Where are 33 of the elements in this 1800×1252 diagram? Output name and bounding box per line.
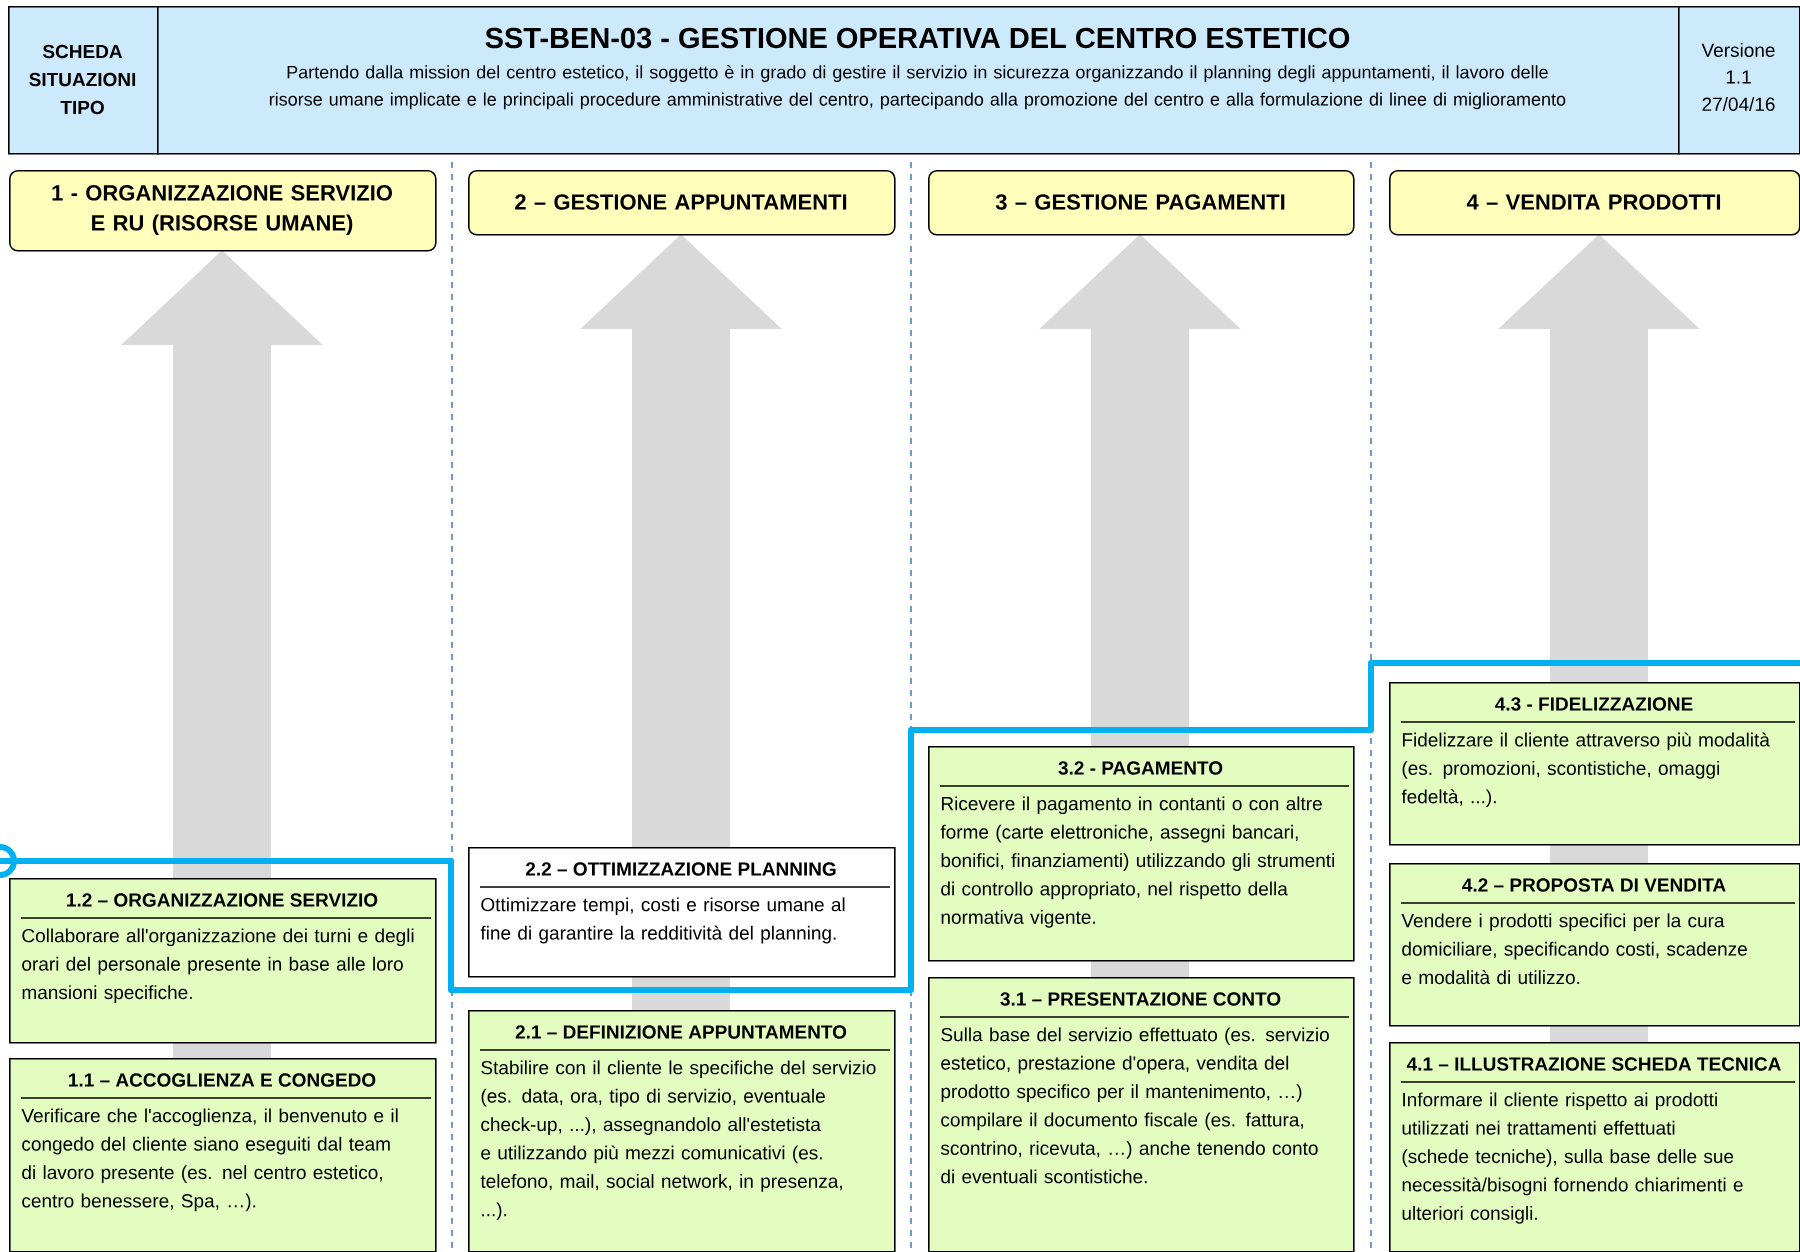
activity-card [1389, 1042, 1800, 1252]
column-header: 2 – GESTIONE APPUNTAMENTI [468, 170, 896, 236]
card-text: Ottimizzare tempi, costi e risorse umane al fine di garantire la redditività del planning. [480, 897, 845, 944]
card-text: Sulla base del servizio effettuato (es. servizio estetico, prestazione d'opera, vendita del prodotto specifico per il mantenimento, …) compilare il documento fiscale (es. fattura, scontrino, ricevuta, …) anche tenendo conto di eventuali scontistiche. [940, 1027, 1329, 1184]
activity-card [468, 1010, 896, 1252]
card-text: Informare il cliente rispetto ai prodotti utilizzati nei trattamenti effettuati (schede tecniche), sulla base delle sue necessità/bisogni fornendo chiarimenti e ulteriori consigli. [1402, 1092, 1743, 1224]
activity-card [928, 746, 1355, 962]
activity-card [1389, 863, 1800, 1027]
card-title: 4.3 - FIDELIZZAZIONE [1495, 697, 1693, 711]
column-header: 1 - ORGANIZZAZIONE SERVIZIO E RU (RISORSE UMANE) [9, 170, 437, 252]
card-title: 2.2 – OTTIMIZZAZIONE PLANNING [525, 862, 836, 876]
activity-card [9, 878, 437, 1044]
card-title: 4.2 – PROPOSTA DI VENDITA [1462, 878, 1726, 892]
activity-card [468, 847, 896, 978]
column-header: 3 – GESTIONE PAGAMENTI [928, 170, 1355, 236]
header-cell: Versione 1.1 27/04/16 [1678, 6, 1800, 155]
card-title: 1.1 – ACCOGLIENZA E CONGEDO [69, 1073, 376, 1087]
activity-card [9, 1058, 437, 1252]
card-text: Vendere i prodotti specifici per la cura domiciliare, specificando costi, scadenze e modalità di utilizzo. [1401, 913, 1747, 985]
header-cell: SCHEDA SITUAZIONI TIPO [8, 6, 159, 155]
card-text: Verificare che l'accoglienza, il benvenuto e il congedo del cliente siano eseguiti dal team di lavoro presente (es. nel centro estetico, centro benessere, Spa, …). [21, 1108, 398, 1212]
card-text: Ricevere il pagamento in contanti o con altre forme (carte elettroniche, assegni bancari, bonifici, finanziamenti) utilizzando gli strumenti di controllo appropriato, nel rispetto della normativa vigente. [940, 796, 1334, 928]
card-title: 2.1 – DEFINIZIONE APPUNTAMENTO [515, 1025, 847, 1039]
card-text: Stabilire con il cliente le specifiche del servizio (es. data, ora, tipo di servizio, eventuale check-up, ...), assegnandolo all'estetista e utilizzando più mezzi comunicativi (es. telefono, mail, social network, in presenza, ...). [480, 1060, 876, 1221]
card-text: Fidelizzare il cliente attraverso più modalità (es. promozioni, scontistiche, omaggi fedeltà, ...). [1401, 732, 1770, 808]
activity-card [928, 977, 1355, 1252]
card-title: 1.2 – ORGANIZZAZIONE SERVIZIO [67, 893, 378, 907]
card-text: Collaborare all'organizzazione dei turni e degli orari del personale presente in base alle loro mansioni specifiche. [22, 928, 414, 1003]
card-title: 3.1 – PRESENTAZIONE CONTO [1000, 992, 1281, 1006]
column-header: 4 – VENDITA PRODOTTI [1389, 170, 1800, 236]
card-title: 3.2 - PAGAMENTO [1058, 761, 1223, 775]
activity-card [1389, 682, 1800, 846]
card-title: 4.1 – ILLUSTRAZIONE SCHEDA TECNICA [1406, 1057, 1781, 1071]
